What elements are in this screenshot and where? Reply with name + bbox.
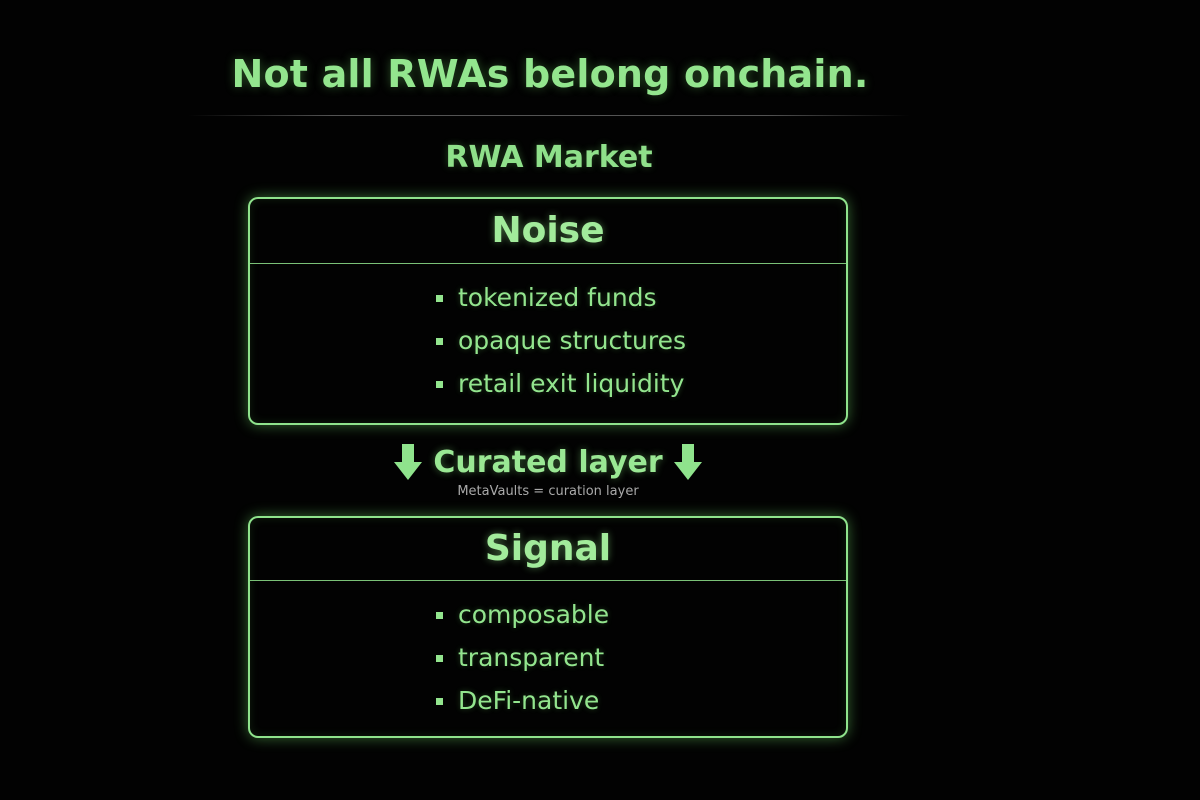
noise-list: tokenized funds opaque structures retail…	[436, 283, 686, 412]
curated-connector: Curated layer	[0, 440, 1096, 484]
list-item: tokenized funds	[436, 283, 686, 326]
curated-layer-label: Curated layer	[433, 444, 663, 480]
list-item-label: DeFi-native	[458, 686, 600, 715]
square-bullet-icon	[436, 655, 443, 662]
noise-heading: Noise	[250, 199, 846, 264]
list-item-label: tokenized funds	[458, 283, 657, 312]
noise-box: Noise tokenized funds opaque structures …	[248, 197, 848, 425]
list-item: DeFi-native	[436, 686, 609, 729]
square-bullet-icon	[436, 295, 443, 302]
arrow-down-icon	[394, 444, 423, 480]
title-divider	[188, 115, 910, 116]
list-item-label: retail exit liquidity	[458, 369, 685, 398]
square-bullet-icon	[436, 612, 443, 619]
square-bullet-icon	[436, 338, 443, 345]
signal-heading: Signal	[250, 518, 846, 581]
page-title: Not all RWAs belong onchain.	[231, 52, 869, 96]
list-item: retail exit liquidity	[436, 369, 686, 412]
list-item: transparent	[436, 643, 609, 686]
list-item: opaque structures	[436, 326, 686, 369]
section-subtitle: RWA Market	[445, 140, 653, 175]
list-item: composable	[436, 600, 609, 643]
list-item-label: composable	[458, 600, 610, 629]
square-bullet-icon	[436, 381, 443, 388]
list-item-label: transparent	[458, 643, 605, 672]
signal-box: Signal composable transparent DeFi-nativ…	[248, 516, 848, 738]
arrow-down-icon	[673, 444, 702, 480]
curation-note: MetaVaults = curation layer	[457, 484, 639, 499]
list-item-label: opaque structures	[458, 326, 687, 355]
signal-list: composable transparent DeFi-native	[436, 600, 609, 729]
square-bullet-icon	[436, 698, 443, 705]
